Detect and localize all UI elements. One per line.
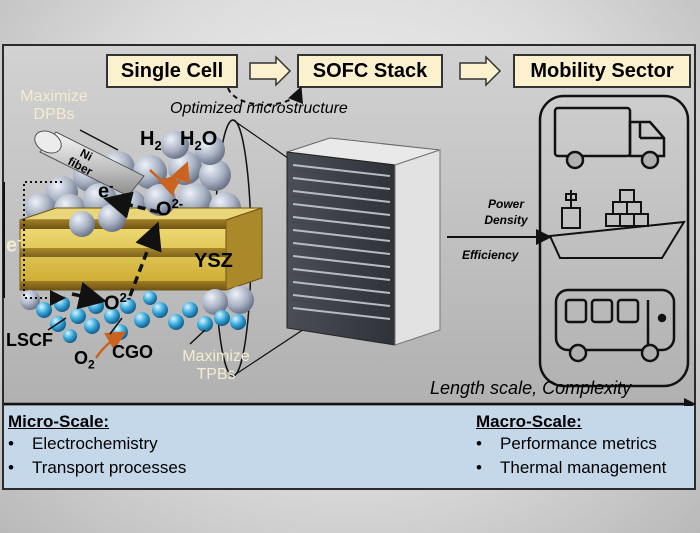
mobility-sector-label: Mobility Sector [530, 59, 674, 82]
oxide-bottom-label: O2- [104, 290, 132, 315]
lscf-label: LSCF [6, 330, 53, 350]
gas-flow-arrows [94, 161, 190, 359]
stage-arrow-1 [249, 55, 292, 87]
micro-item-2: •Transport processes [8, 458, 187, 477]
power-density-label: Power Density [484, 197, 528, 227]
sofc-stack-label: SOFC Stack [312, 59, 428, 82]
electron-top-label: e- [98, 178, 114, 203]
stage-arrow-2 [459, 55, 502, 87]
electron-left-label: e- [6, 232, 22, 257]
h2-label: H2 [140, 128, 162, 153]
micro-scale-title: Micro-Scale: [8, 412, 110, 431]
vehicle-panel [538, 94, 690, 388]
micro-item-1: •Electrochemistry [8, 434, 158, 453]
sofc-stack-box: SOFC Stack [297, 54, 443, 88]
truck-icon [553, 106, 666, 170]
cell-illustration [3, 129, 263, 359]
ysz-label: YSZ [194, 250, 233, 272]
oxide-top-label: O2- [156, 196, 184, 221]
ship-icon [548, 189, 686, 259]
leader-lines [47, 129, 206, 345]
optimized-microstructure-label: Optimized microstructure [170, 100, 348, 117]
efficiency-label: Efficiency [462, 248, 519, 262]
o2-label: O2 [74, 348, 95, 372]
single-cell-box: Single Cell [106, 54, 238, 88]
maximize-dpbs-label: Maximize DPBs [20, 88, 88, 123]
macro-item-2: •Thermal management [476, 458, 667, 477]
feedback-dashed-arrow [227, 86, 303, 106]
h2o-label: H2O [180, 128, 218, 153]
single-cell-label: Single Cell [120, 59, 224, 82]
mobility-sector-box: Mobility Sector [513, 54, 691, 88]
ysz-electrolyte [19, 207, 263, 291]
cathode-particles [20, 286, 254, 343]
electron-circuit [23, 181, 66, 306]
maximize-tpbs-label: Maximize TPBs [182, 348, 250, 383]
cgo-label: CGO [112, 342, 154, 362]
oxide-ion-arrows [71, 191, 162, 310]
macro-item-1: •Performance metrics [476, 434, 657, 453]
sofc-stack-illustration [286, 137, 441, 346]
macro-scale-title: Macro-Scale: [476, 412, 582, 431]
ni-fiber [34, 130, 145, 197]
scale-summary-panel [2, 406, 696, 490]
bus-icon [554, 288, 676, 363]
length-scale-label: Length scale, Complexity [430, 378, 632, 398]
